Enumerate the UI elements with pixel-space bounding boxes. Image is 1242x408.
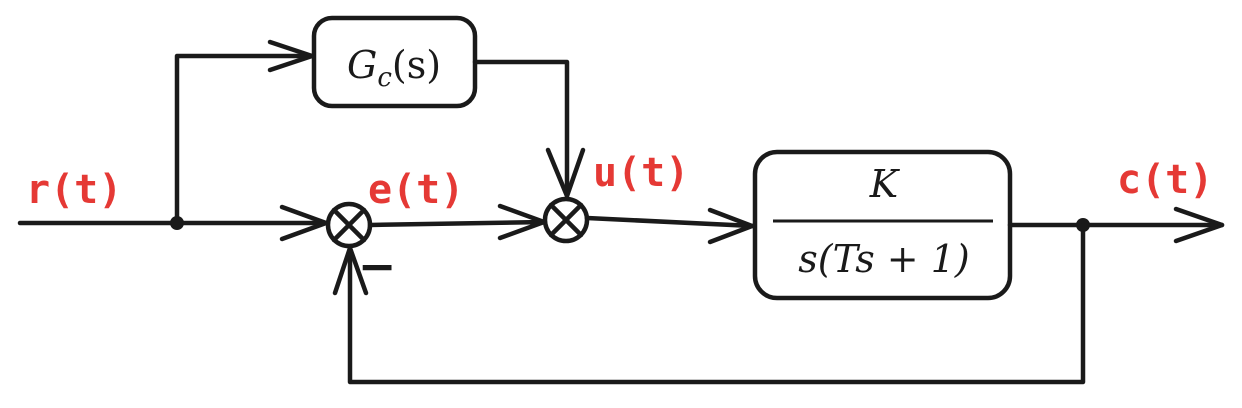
signal-label-output: c(t) — [1117, 157, 1213, 203]
compensator-label: Gc(s) — [347, 43, 441, 93]
branch-point-input — [170, 216, 184, 230]
error-line — [367, 219, 548, 228]
feedback-minus-sign: − — [358, 239, 397, 293]
signal-label-reference: r(t) — [26, 167, 122, 213]
signal-label-error: e(t) — [368, 167, 464, 213]
plant-denominator: s(Ts + 1) — [798, 237, 969, 281]
compensator-base: G — [347, 43, 377, 87]
arrowhead-into-plant — [707, 207, 755, 245]
feedforward-branch-line — [174, 53, 315, 226]
arrowhead-feedback — [332, 245, 369, 296]
feedback-line — [347, 222, 1086, 385]
summing-junction-2 — [542, 196, 590, 244]
arrowhead-into-junction-2-top — [545, 147, 586, 199]
arrowhead-output — [1173, 206, 1225, 244]
compensator-subscript: c — [377, 63, 392, 93]
signal-label-control: u(t) — [593, 150, 689, 196]
compensator-output-line — [472, 59, 570, 199]
compensator-argument: (s) — [392, 43, 441, 87]
control-line — [584, 215, 756, 229]
plant-numerator: K — [869, 162, 901, 206]
